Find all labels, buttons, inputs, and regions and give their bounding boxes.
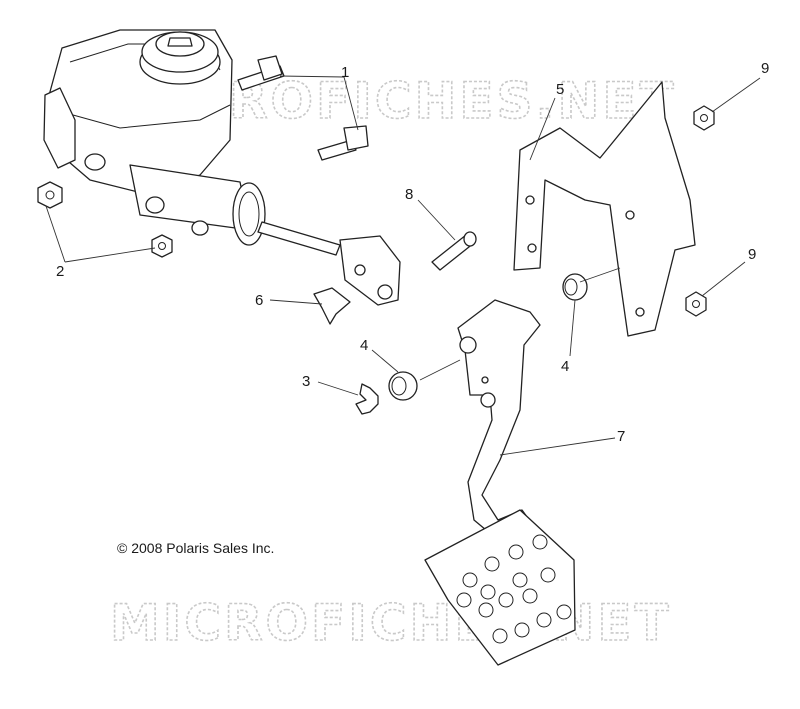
callout-8: 8 [405,186,413,203]
leader-lines [45,75,761,456]
brake-pedal [424,299,576,666]
callout-1: 1 [341,64,349,81]
bolt-lower [317,125,369,161]
callout-9-upper: 9 [761,60,769,77]
nut-upper [37,181,63,209]
bolt-upper [237,55,285,91]
watermark-bottom: MICROFICHES.NET [110,594,672,652]
master-cylinder [43,29,266,246]
e-clip [355,383,379,415]
callout-7: 7 [617,428,625,445]
bushing-left [388,371,418,401]
callout-4-right: 4 [561,358,569,375]
callout-4-left: 4 [360,337,368,354]
flange-nut-upper [693,105,715,131]
pivot-pin [431,231,477,271]
callout-9-lower: 9 [748,246,756,263]
copyright-text: © 2008 Polaris Sales Inc. [117,540,275,556]
push-rod [257,221,401,306]
reservoir-cap [139,31,221,85]
callout-2: 2 [56,263,64,280]
callout-3: 3 [302,373,310,390]
callout-5: 5 [556,81,564,98]
flange-nut-lower [685,291,707,317]
bushing-right [562,273,588,301]
nut-lower [151,234,173,258]
callout-6: 6 [255,292,263,309]
pedal-bracket [513,81,696,337]
cotter-pin [313,287,351,325]
